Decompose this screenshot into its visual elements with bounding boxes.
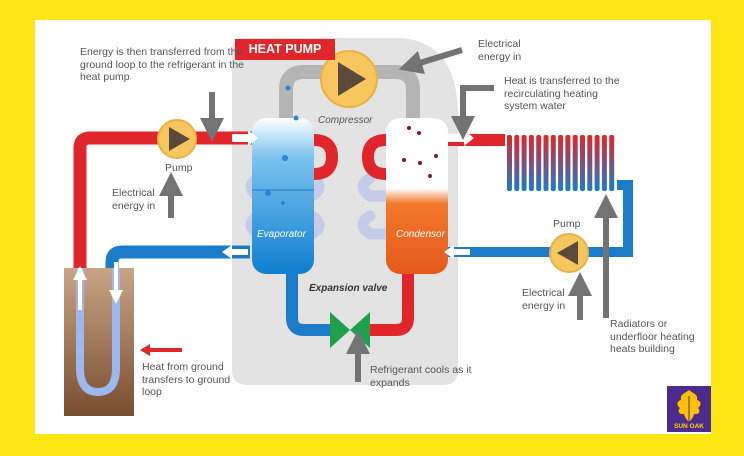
ground-to-refrigerant-label: Energy is then transferred from the grou… [80, 46, 245, 83]
compressor-play-icon [338, 62, 366, 96]
heat-in-arrow-head [140, 344, 150, 356]
heating-return-pipe [440, 180, 633, 257]
oak-leaf-icon [677, 390, 701, 422]
heat-from-ground-label: Heat from ground transfers to ground loo… [142, 361, 231, 398]
radiator-fin [565, 135, 571, 191]
radiator[interactable] [505, 133, 617, 193]
pump-left-icon [169, 127, 190, 151]
ground-loop-u [76, 268, 120, 397]
radiator-fin [514, 135, 520, 191]
evaporator-label: Evaporator [257, 229, 306, 240]
electrical-left-label: Electrical energy in [112, 187, 156, 212]
ground-loop-supply [73, 131, 260, 268]
condensor-label: Condensor [396, 229, 445, 240]
condensor-vessel [386, 118, 448, 274]
radiator-fin [587, 135, 593, 191]
radiator-fin [572, 135, 578, 191]
compressor-label: Compressor [318, 115, 373, 126]
logo-text: SUN OAK [674, 423, 704, 430]
pump-right-label: Pump [553, 218, 581, 230]
evaporator-vessel [252, 118, 314, 274]
refrigerant-cools-label: Refrigerant cools as it expands [370, 364, 472, 389]
expansion-valve-label: Expansion valve [309, 283, 388, 294]
radiator-fin [528, 135, 534, 191]
radiator-fin [609, 135, 615, 191]
radiator-fin [536, 135, 542, 191]
radiator-fin [601, 135, 607, 191]
radiator-fin [580, 135, 585, 191]
radiators-label: Radiators or underfloor heating heats bu… [610, 318, 695, 355]
radiator-fin [521, 135, 527, 191]
electrical-top-label: Electrical energy in [478, 38, 522, 63]
evaporator-coil [262, 134, 339, 180]
heat-pump-title: HEAT PUMP [235, 39, 335, 60]
ground-loop-return [105, 245, 250, 268]
heat-to-water-label: Heat is transferred to the recirculating… [504, 75, 620, 112]
sun-oak-logo: SUN OAK [667, 386, 711, 432]
ground-up-arrow-head [73, 266, 87, 280]
ground-down-arrow-head [109, 290, 123, 304]
indicator-arrows [159, 47, 618, 382]
radiator-fin [558, 135, 564, 191]
radiator-fin [594, 135, 600, 191]
radiator-fin [543, 135, 549, 191]
pump-left-label: Pump [165, 162, 193, 174]
pump-right-icon [557, 241, 578, 265]
radiator-fin [507, 135, 512, 191]
radiator-fin [550, 135, 556, 191]
refrigerant-dots [265, 85, 438, 205]
electrical-right-label: Electrical energy in [522, 287, 566, 312]
refrigerant-hot-pipe [358, 270, 414, 336]
refrigerant-cold-pipe [286, 270, 342, 336]
condensor-coil [361, 134, 432, 180]
